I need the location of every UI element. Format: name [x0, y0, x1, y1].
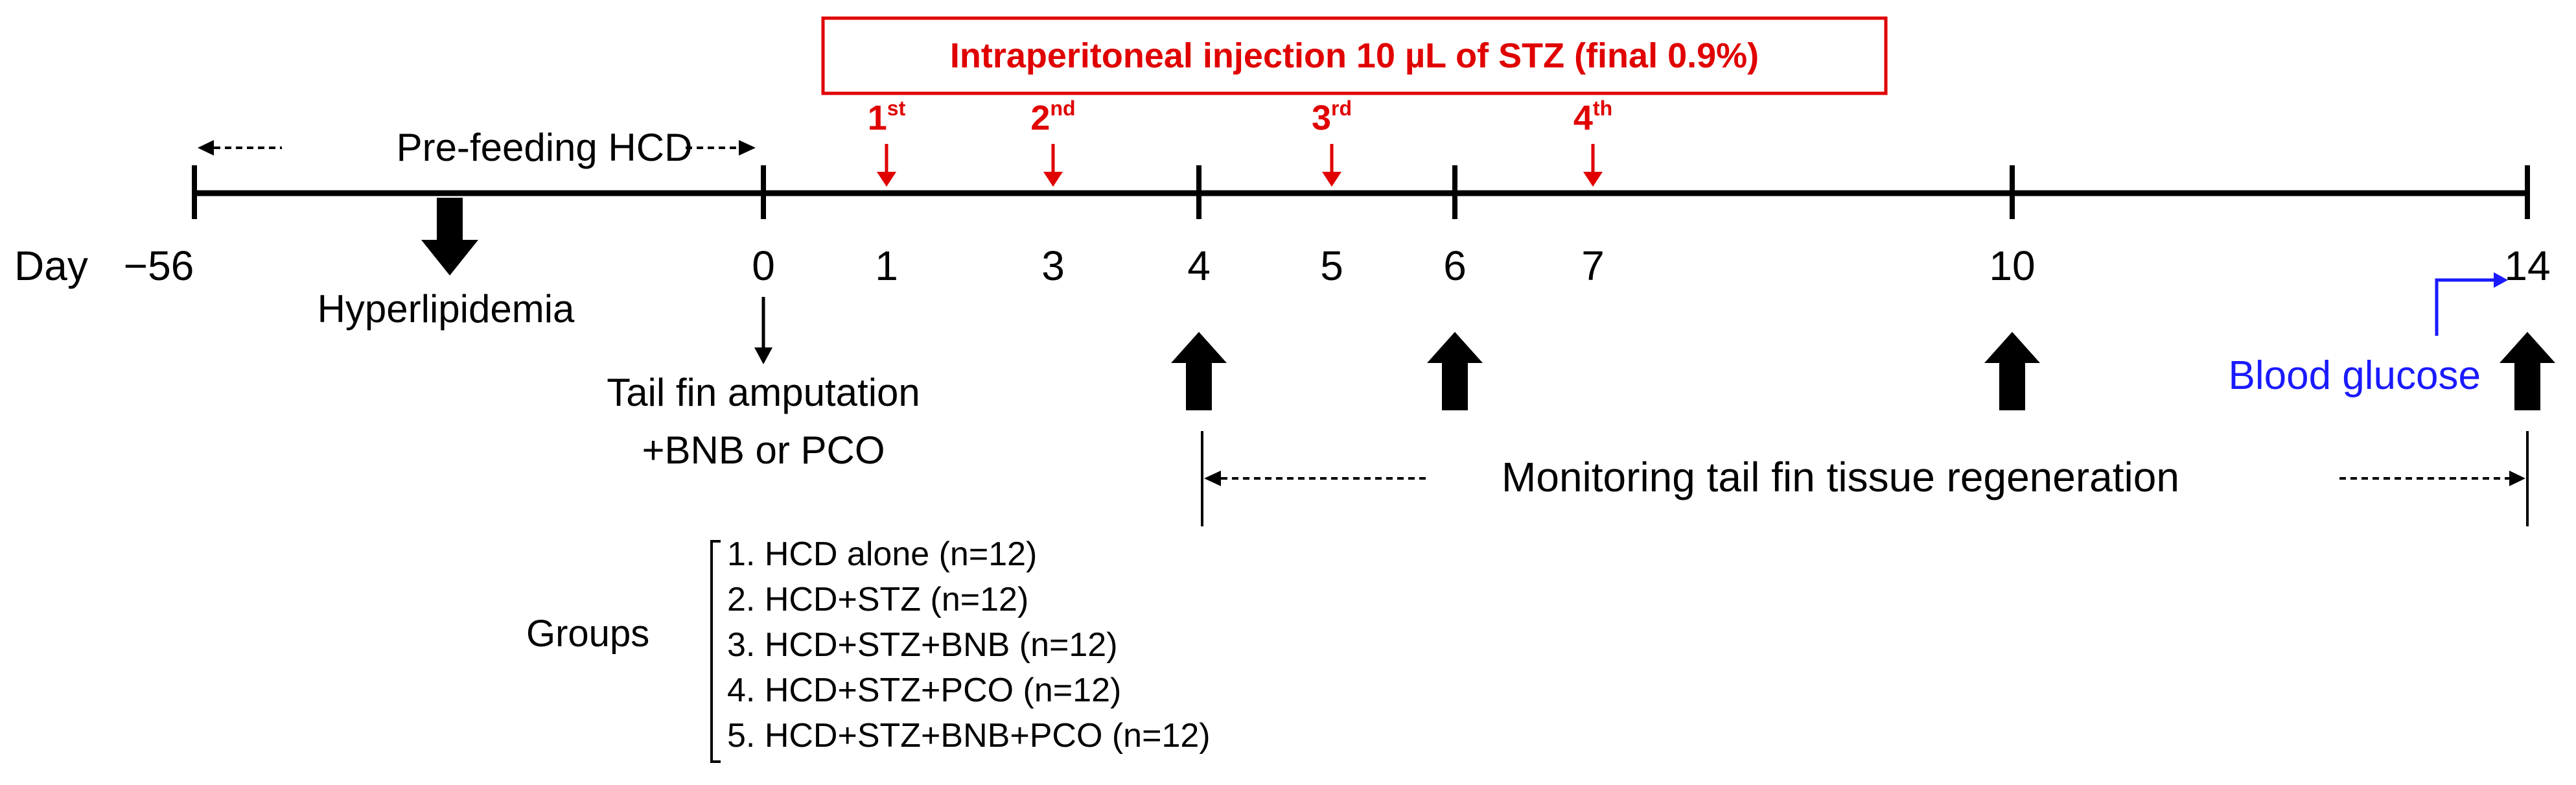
injection-marker-3: 3rd — [1312, 97, 1352, 187]
red-down-arrow-icon — [1043, 172, 1063, 187]
monitoring-left-arrowhead — [1204, 471, 1221, 486]
monitoring-right-arrowhead — [2509, 471, 2525, 486]
injection-header-text: Intraperitoneal injection 10 µL of STZ (… — [950, 36, 1759, 75]
injection-ordinal-4: 4th — [1573, 97, 1612, 137]
blood-glucose-label: Blood glucose — [2229, 353, 2481, 398]
day-1: 1 — [875, 242, 898, 289]
hyperlipidemia-down-arrow-icon — [421, 198, 478, 275]
day-14: 14 — [2504, 242, 2550, 289]
injection-ordinal-1: 1st — [868, 97, 906, 137]
prefeeding-right-arrowhead — [739, 140, 756, 156]
group-item: 1. HCD alone (n=12) — [727, 535, 1037, 573]
up-arrow-icon-day14 — [2500, 332, 2555, 410]
prefeeding-left-arrowhead — [198, 140, 214, 156]
day-5: 5 — [1320, 242, 1343, 289]
injection-marker-2: 2nd — [1030, 97, 1076, 187]
amputation-label-line2: +BNB or PCO — [642, 428, 885, 472]
day-4: 4 — [1187, 242, 1211, 289]
blood-glucose-bent-arrow-line — [2435, 278, 2495, 336]
day-7: 7 — [1581, 242, 1605, 289]
red-down-arrow-icon — [877, 172, 896, 187]
day-10: 10 — [1989, 242, 2035, 289]
prefeeding-label: Pre-feeding HCD — [397, 126, 693, 169]
up-arrow-icon-day6 — [1427, 332, 1483, 410]
group-item: 5. HCD+STZ+BNB+PCO (n=12) — [727, 717, 1211, 755]
up-arrow-icon-day10 — [1984, 332, 2040, 410]
group-item: 3. HCD+STZ+BNB (n=12) — [727, 626, 1118, 664]
hyperlipidemia-label: Hyperlipidemia — [318, 287, 575, 331]
up-arrow-icon-day4 — [1171, 332, 1227, 410]
injection-ordinal-3: 3rd — [1312, 97, 1352, 137]
groups-title: Groups — [526, 613, 649, 655]
monitoring-label: Monitoring tail fin tissue regeneration — [1502, 454, 2179, 500]
group-item: 4. HCD+STZ+PCO (n=12) — [727, 672, 1121, 709]
injection-marker-4: 4th — [1573, 97, 1612, 187]
blood-glucose-arrow-icon — [2494, 272, 2508, 288]
red-down-arrow-icon — [1322, 172, 1341, 187]
amputation-label-line1: Tail fin amputation — [607, 371, 920, 414]
day-6: 6 — [1443, 242, 1467, 289]
injection-header-box — [821, 16, 1888, 95]
amputation-down-arrow-icon — [754, 347, 772, 364]
groups-bracket — [710, 540, 721, 763]
injection-marker-1: 1st — [868, 97, 906, 187]
day-0: 0 — [752, 242, 775, 289]
day-3: 3 — [1041, 242, 1065, 289]
group-item: 2. HCD+STZ (n=12) — [727, 581, 1028, 618]
day-label: Day — [14, 242, 88, 289]
injection-ordinal-2: 2nd — [1030, 97, 1075, 137]
red-down-arrow-icon — [1583, 172, 1603, 187]
day-minus56: −56 — [124, 242, 194, 289]
